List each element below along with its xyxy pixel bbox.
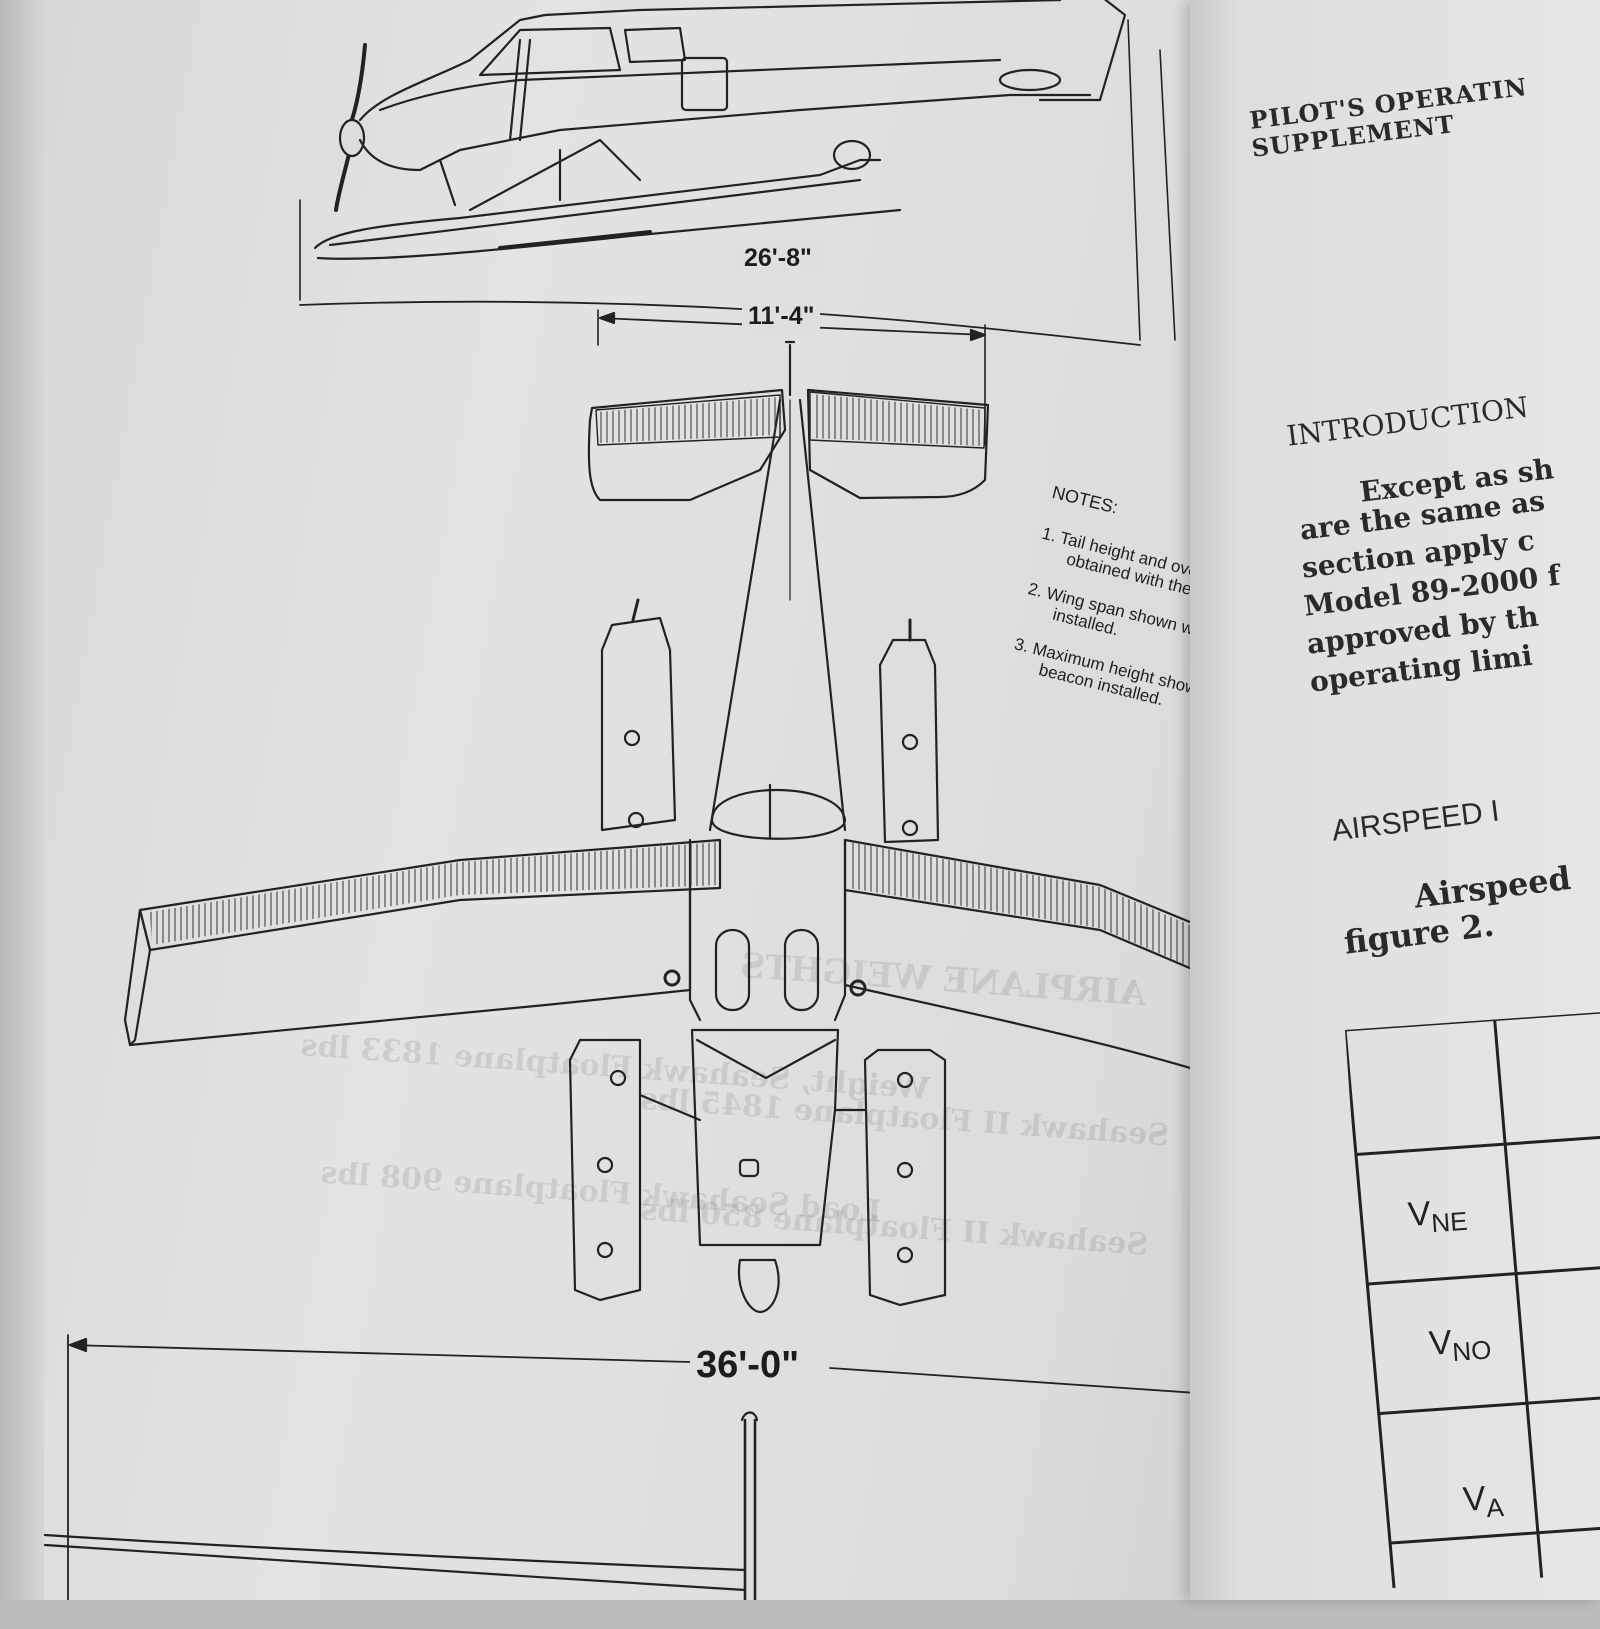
table-row-label: VNO: [1428, 1321, 1493, 1370]
front-view-airplane: [43, 1411, 759, 1600]
table-row-label: VNE: [1407, 1192, 1469, 1241]
page-edge-shadow: [0, 0, 44, 1600]
note-number: 3.: [1012, 634, 1031, 657]
right-page: [1190, 0, 1600, 1600]
note-number: 2.: [1026, 578, 1045, 601]
stabilizer-span-label: 11'-4": [742, 304, 821, 329]
wing-span-label: 36'-0": [690, 1346, 806, 1384]
left-page: [0, 0, 1310, 1600]
top-view-airplane: [123, 340, 1292, 1314]
v-subscript: A: [1485, 1491, 1505, 1524]
floatplane-three-view-drawing: [43, 0, 1301, 1600]
v-symbol: V: [1427, 1323, 1454, 1363]
table-grid: [1345, 1010, 1600, 1589]
v-subscript: NE: [1430, 1205, 1469, 1239]
side-view-airplane: [313, 0, 1127, 260]
v-symbol: V: [1461, 1479, 1488, 1519]
v-symbol: V: [1406, 1194, 1433, 1235]
note-number: 1.: [1040, 523, 1059, 546]
table-row-label: VA: [1462, 1478, 1505, 1525]
v-subscript: NO: [1451, 1334, 1493, 1368]
overall-length-label: 26'-8": [738, 246, 818, 271]
